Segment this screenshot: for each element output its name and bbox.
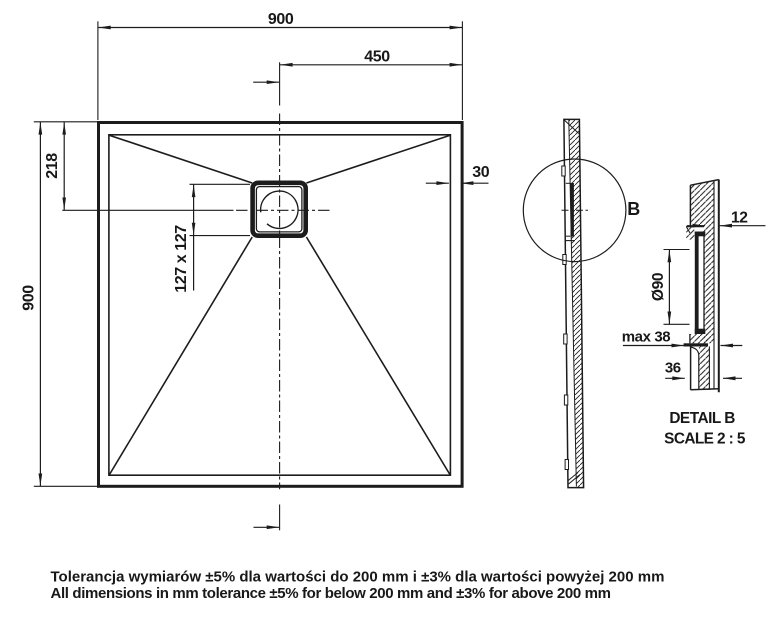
svg-text:Ø90: Ø90 (650, 272, 667, 301)
svg-text:36: 36 (665, 360, 681, 377)
svg-text:900: 900 (268, 11, 294, 28)
svg-text:900: 900 (20, 285, 37, 311)
svg-text:B: B (627, 199, 640, 219)
svg-text:218: 218 (44, 153, 61, 179)
svg-text:450: 450 (364, 49, 390, 66)
svg-text:30: 30 (472, 164, 489, 181)
svg-text:max 38: max 38 (622, 329, 671, 346)
svg-text:All dimensions in mm tolerance: All dimensions in mm tolerance ±5% for b… (51, 585, 611, 602)
svg-text:Tolerancja wymiarów ±5% dla wa: Tolerancja wymiarów ±5% dla wartości do … (51, 569, 665, 586)
svg-text:DETAIL B: DETAIL B (669, 410, 735, 427)
svg-text:12: 12 (731, 210, 748, 227)
svg-text:127 x 127: 127 x 127 (173, 225, 190, 293)
svg-text:SCALE 2 : 5: SCALE 2 : 5 (664, 431, 746, 448)
